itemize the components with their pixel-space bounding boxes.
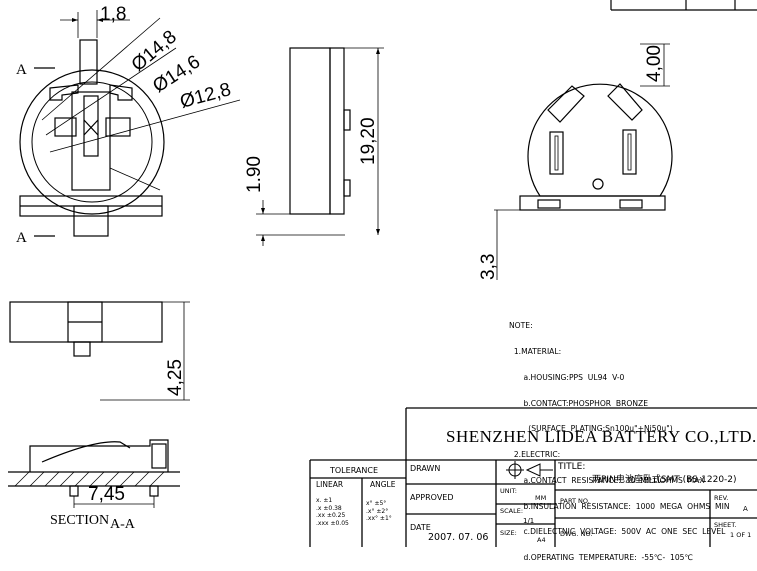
note-line: 2.ELECTRIC: (509, 450, 561, 460)
dim-side-height: 1.90 (244, 156, 265, 193)
linear-value: .xx ±0.25 (316, 512, 346, 519)
date-label: DATE (410, 523, 431, 532)
angle-value: x° ±5° (366, 500, 387, 507)
dim-top-width: 1,8 (100, 4, 126, 25)
size-label: SIZE: (500, 529, 517, 537)
section-view (8, 439, 180, 508)
section-title: SECTION (50, 513, 109, 528)
dim-bottom-height: 4,25 (165, 359, 186, 396)
sheet-label: SHEET. (714, 521, 737, 529)
linear-value: .x ±0.38 (316, 504, 342, 512)
side-view (256, 47, 384, 246)
note-line: b.INSULATION RESISTANCE: 1000 MEGA OHMS … (509, 501, 730, 511)
note-line: (SURFACE PLATING:Sn100u"+Ni50u") (509, 424, 673, 434)
unit-value: MM (535, 494, 547, 502)
dim-dia-inner: Ø12,8 (178, 79, 233, 113)
dim-section-width: 7,45 (88, 484, 125, 505)
note-line: 1.MATERIAL: (509, 346, 562, 356)
tolerance-header: TOLERANCE (330, 466, 379, 475)
note-line: a.CONTACT RESISTANCE: 30 MILLIOHMS MAX (509, 475, 705, 485)
dim-back-bottom: 3,3 (478, 254, 499, 280)
technical-drawing: 1,8 Ø14,8 Ø14,6 Ø12,8 A A 1.90 19,20 4,0… (8, 0, 757, 547)
drawn-label: DRAWN (410, 464, 441, 473)
dwg-label: DWG. NO. (560, 530, 593, 538)
dim-back-top: 4,00 (644, 45, 665, 82)
note-line: d.OPERATING TEMPERATURE: -55℃- 105℃ (509, 553, 694, 563)
rev-value: A (743, 505, 748, 513)
note-line: c.DIELECTNIC VOLTAGE: 500V AC ONE SEC LE… (509, 527, 726, 537)
title-label: TITLE: (558, 462, 586, 472)
linear-value: x. ±1 (316, 497, 333, 504)
sheet-value: 1 OF 1 (730, 531, 752, 539)
linear-values: x. ±1 .x ±0.38 .xx ±0.25 .xxx ±0.05 (316, 497, 349, 527)
linear-value: .xxx ±0.05 (316, 519, 349, 527)
front-view (19, 10, 241, 237)
company-name: SHENZHEN LIDEA BATTERY CO.,LTD. (446, 427, 757, 446)
scale-label: SCALE: (500, 507, 524, 515)
angle-value: .xx° ±1° (366, 515, 392, 522)
note-line: b.CONTACT:PHOSPHOR BRONZE (509, 398, 649, 408)
approved-label: APPROVED (410, 493, 454, 502)
size-value: A4 (537, 536, 546, 544)
section-mark-bottom: A (16, 230, 27, 246)
dim-side-total: 19,20 (358, 117, 379, 165)
angle-value: .x° ±2° (366, 507, 389, 515)
angle-header: ANGLE (370, 480, 396, 489)
title-value: 两PIN电池座卧式SMT (BS-1220-2) (592, 475, 737, 485)
title-block-frame (309, 407, 757, 547)
rev-label: REV. (714, 494, 729, 502)
section-id: A-A (110, 517, 136, 532)
note-line: NOTE: (509, 321, 533, 331)
linear-header: LINEAR (316, 480, 344, 489)
note-line: a.HOUSING:PPS UL94 V-0 (509, 372, 625, 382)
date-value: 2007. 07. 06 (428, 532, 489, 543)
unit-label: UNIT: (500, 487, 517, 495)
angle-values: x° ±5° .x° ±2° .xx° ±1° (366, 500, 392, 523)
part-label: PART NO. (560, 497, 590, 505)
scale-value: 1/1 (523, 517, 535, 525)
logo-mark (506, 461, 553, 479)
back-view (494, 0, 757, 280)
section-mark-top: A (16, 62, 27, 78)
bottom-view (9, 301, 190, 401)
